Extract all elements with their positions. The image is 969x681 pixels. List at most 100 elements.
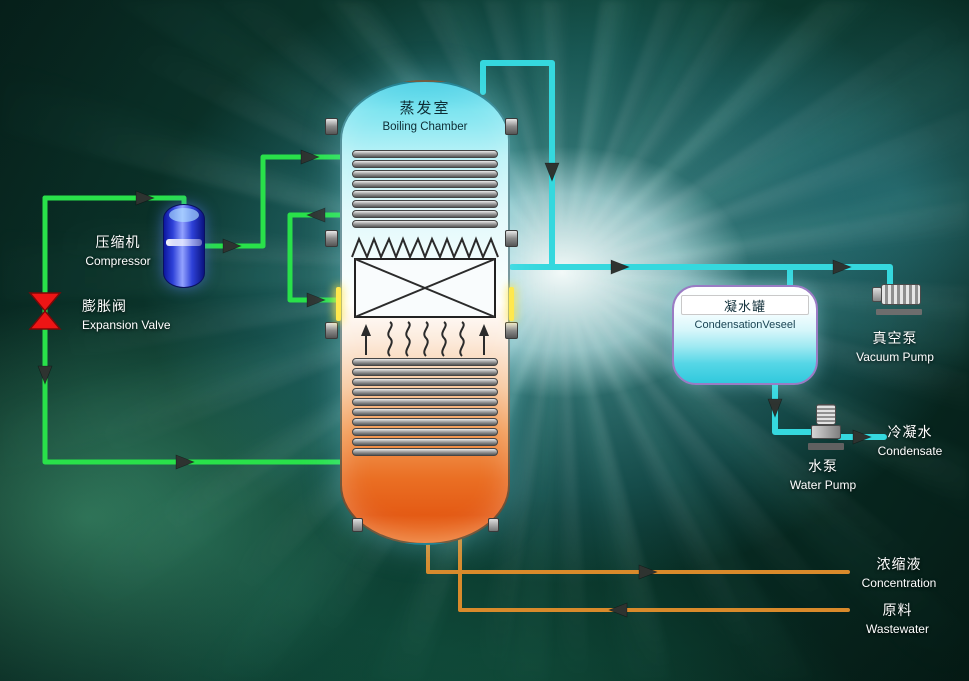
condensate-label-zh: 冷凝水 bbox=[887, 424, 933, 440]
vapor-squiggle bbox=[441, 321, 447, 357]
pipe-expansion-line bbox=[42, 195, 348, 465]
vapor-squiggle bbox=[387, 321, 393, 357]
bottom-stub bbox=[352, 518, 363, 532]
vacuum-pump-icon bbox=[872, 282, 926, 315]
expansion-valve-label-en: Expansion Valve bbox=[82, 318, 171, 332]
wastewater-label-zh: 原料 bbox=[882, 602, 913, 618]
compressor-label: 压缩机 Compressor bbox=[70, 232, 166, 268]
pipe-compressor-suction bbox=[42, 195, 187, 209]
vacuum-pump-label: 真空泵 Vacuum Pump bbox=[845, 328, 945, 364]
vacuum-pump-motor bbox=[881, 284, 921, 305]
nozzle-flange bbox=[505, 118, 518, 135]
concentration-label-zh: 浓缩液 bbox=[876, 556, 922, 572]
vacuum-pump-label-en: Vacuum Pump bbox=[856, 350, 934, 364]
condensation-vessel: 凝水罐 CondensationVeseel bbox=[672, 285, 818, 385]
coil-tube bbox=[352, 438, 498, 446]
condensation-vessel-label-zh: 凝水罐 bbox=[681, 295, 809, 315]
flow-arrow bbox=[767, 398, 783, 418]
sight-glass bbox=[336, 287, 341, 321]
pipe-wastewater-feed bbox=[458, 538, 850, 612]
nozzle-flange bbox=[325, 322, 338, 339]
coil-tube bbox=[352, 170, 498, 178]
pipe-tank-outlet bbox=[772, 380, 815, 435]
coil-tube bbox=[352, 448, 498, 456]
nozzle-flange bbox=[505, 322, 518, 339]
expansion-valve-icon bbox=[28, 309, 62, 330]
coil-tube bbox=[352, 160, 498, 168]
coil-tube bbox=[352, 368, 498, 376]
coil-tube bbox=[352, 408, 498, 416]
wastewater-label: 原料 Wastewater bbox=[845, 600, 950, 636]
water-pump-icon bbox=[808, 404, 844, 450]
coil-tube bbox=[352, 418, 498, 426]
wastewater-label-en: Wastewater bbox=[866, 622, 929, 636]
boiling-chamber-label-zh: 蒸发室 bbox=[399, 100, 451, 117]
condensate-label-en: Condensate bbox=[877, 444, 943, 458]
pipe-concentration bbox=[426, 538, 850, 574]
pipe-compressor-discharge bbox=[202, 154, 348, 249]
compressor-label-en: Compressor bbox=[85, 254, 151, 268]
expansion-valve-icon bbox=[28, 292, 62, 313]
flow-arrow bbox=[306, 207, 326, 223]
coil-tube bbox=[352, 180, 498, 188]
coil-tube bbox=[352, 388, 498, 396]
separator-cross bbox=[354, 258, 496, 318]
coil-tube bbox=[352, 358, 498, 366]
flow-arrow bbox=[610, 259, 630, 275]
water-pump-label: 水泵 Water Pump bbox=[775, 456, 871, 492]
flow-arrow bbox=[222, 238, 242, 254]
boiling-chamber-label: 蒸发室 Boiling Chamber bbox=[350, 97, 500, 133]
water-pump-label-zh: 水泵 bbox=[808, 458, 838, 474]
flow-arrow bbox=[135, 190, 155, 206]
bottom-stub bbox=[488, 518, 499, 532]
expansion-valve-label: 膨胀阀 Expansion Valve bbox=[82, 296, 212, 332]
sight-glass bbox=[509, 287, 514, 321]
water-pump-body bbox=[811, 425, 841, 439]
vapor-arrowhead bbox=[479, 324, 489, 336]
bottom-coil-stack bbox=[352, 358, 498, 456]
top-coil-stack bbox=[352, 150, 498, 228]
nozzle-flange bbox=[325, 118, 338, 135]
nozzle-flange bbox=[325, 230, 338, 247]
flow-arrow bbox=[306, 292, 326, 308]
vessel-internals bbox=[351, 236, 499, 357]
coil-tube bbox=[352, 210, 498, 218]
flow-arrow bbox=[544, 162, 560, 182]
coil-tube bbox=[352, 428, 498, 436]
condensate-label: 冷凝水 Condensate bbox=[855, 422, 965, 458]
expansion-valve-label-zh: 膨胀阀 bbox=[82, 298, 127, 314]
water-pump-motor bbox=[816, 404, 836, 425]
compressor-label-zh: 压缩机 bbox=[95, 234, 141, 250]
coil-tube bbox=[352, 378, 498, 386]
vacuum-pump-cap bbox=[872, 287, 882, 302]
pipe-vacuum-line bbox=[787, 264, 893, 289]
flow-arrow bbox=[852, 429, 872, 445]
boiling-chamber-label-en: Boiling Chamber bbox=[382, 121, 468, 133]
coil-tube bbox=[352, 150, 498, 158]
flow-arrow bbox=[608, 602, 628, 618]
vapor-squiggle bbox=[423, 321, 429, 357]
coil-tube bbox=[352, 190, 498, 198]
concentration-label-en: Concentration bbox=[861, 576, 937, 590]
coil-tube bbox=[352, 200, 498, 208]
vapor-squiggle bbox=[405, 321, 411, 357]
condensation-vessel-label-en: CondensationVeseel bbox=[694, 319, 796, 331]
concentration-label: 浓缩液 Concentration bbox=[840, 554, 958, 590]
water-pump-base bbox=[808, 443, 844, 450]
coil-tube bbox=[352, 398, 498, 406]
vacuum-pump-base bbox=[876, 309, 922, 315]
flow-arrow bbox=[175, 454, 195, 470]
flow-arrow bbox=[638, 564, 658, 580]
demister-zigzag bbox=[351, 236, 499, 260]
water-pump-label-en: Water Pump bbox=[789, 478, 857, 492]
vapor-arrowhead bbox=[361, 324, 371, 336]
vacuum-pump-label-zh: 真空泵 bbox=[872, 330, 918, 346]
compressor-top-cap bbox=[169, 208, 199, 222]
compressor-band bbox=[166, 239, 202, 246]
flow-arrow bbox=[37, 365, 53, 385]
nozzle-flange bbox=[505, 230, 518, 247]
coil-tube bbox=[352, 220, 498, 228]
compressor-icon bbox=[163, 204, 205, 288]
